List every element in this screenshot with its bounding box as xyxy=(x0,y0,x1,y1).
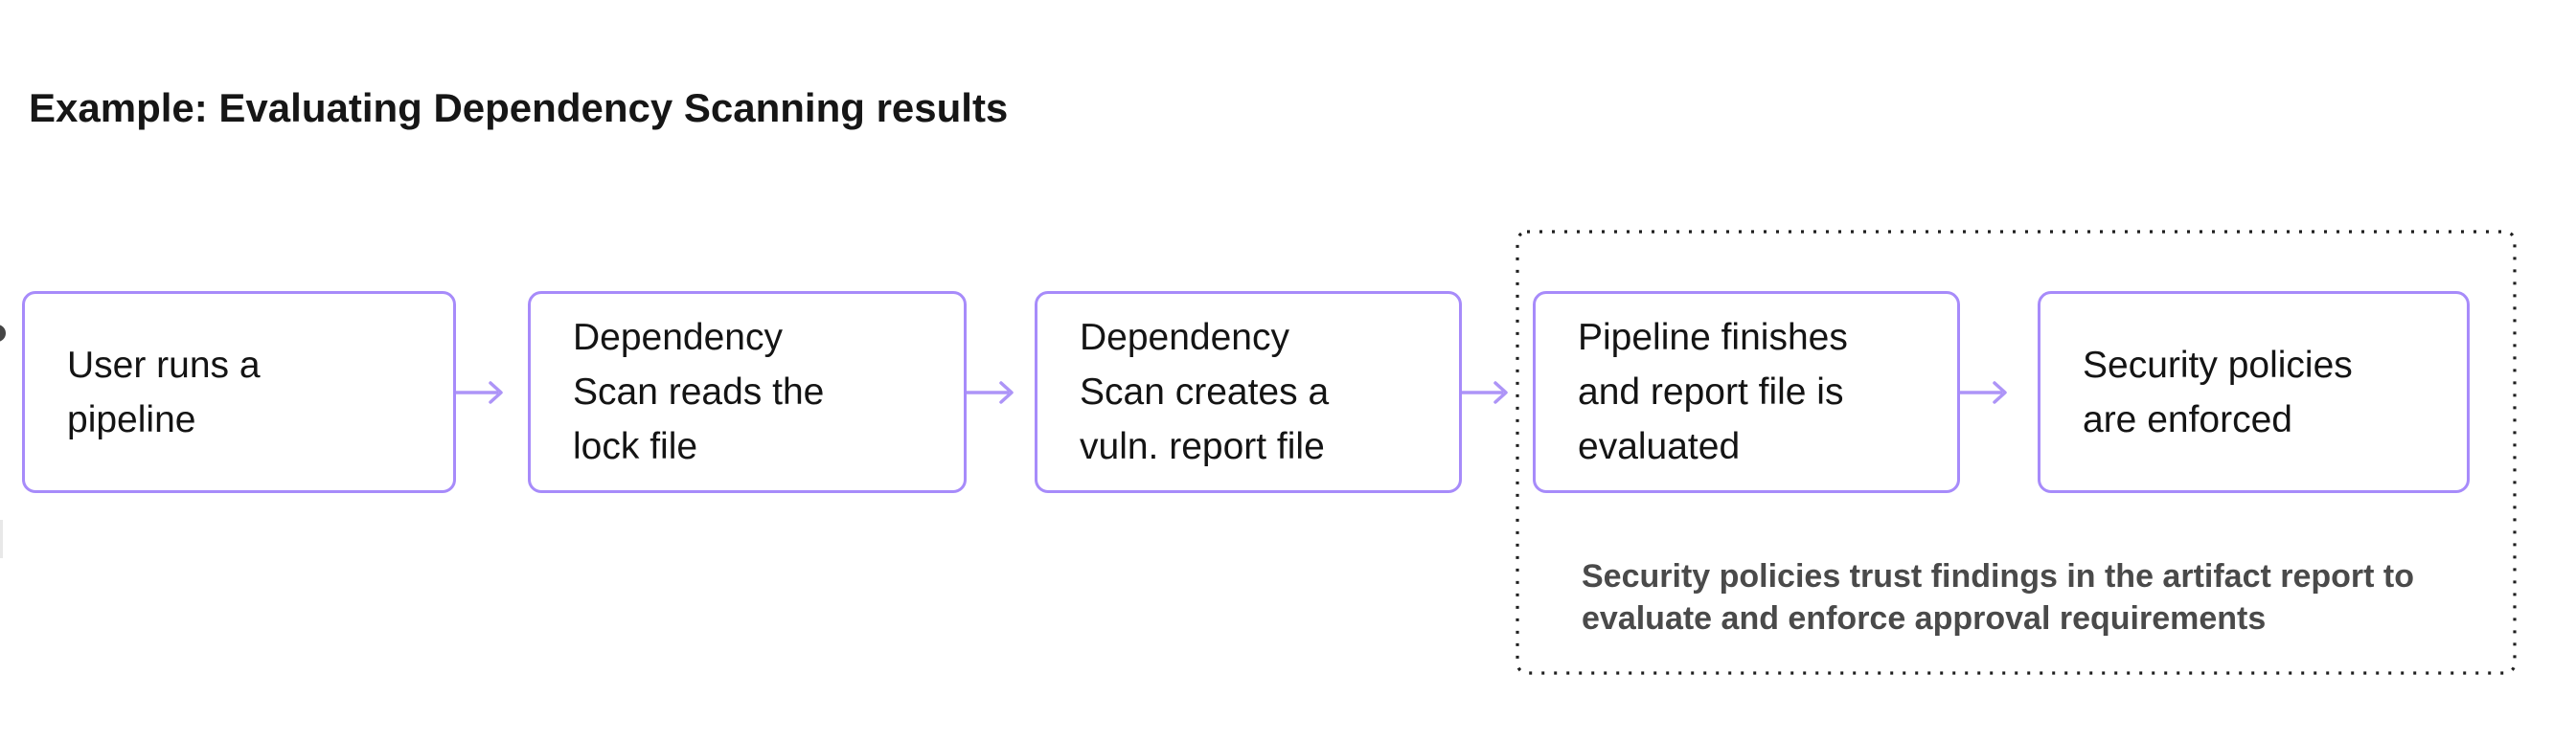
diagram-title: Example: Evaluating Dependency Scanning … xyxy=(29,85,1009,130)
flow-step-label-5: Security policies are enforced xyxy=(2083,344,2353,440)
flow-step-label-2: Dependency Scan reads the lock file xyxy=(573,317,825,467)
flow-step-label-3: Dependency Scan creates a vuln. report f… xyxy=(1080,317,1330,467)
flow-step-label-1: User runs a pipeline xyxy=(67,344,261,440)
arrow-right-icon xyxy=(967,381,1014,404)
dotted-outline xyxy=(1516,230,2517,675)
policy-group-caption: Security policies trust findings in the … xyxy=(1582,558,2415,637)
flow-step-box-4: Pipeline finishes and report file is eva… xyxy=(1533,291,1960,493)
policy-group xyxy=(1516,230,2517,675)
flow-step-box-3: Dependency Scan creates a vuln. report f… xyxy=(1035,291,1462,493)
clipped-circle-artifact xyxy=(0,325,6,342)
arrow-right-icon xyxy=(456,381,503,404)
left-edge-artifact xyxy=(0,520,3,558)
flow-step-box-1: User runs a pipeline xyxy=(22,291,456,493)
arrow-right-icon xyxy=(1960,381,2007,404)
flow-step-box-2: Dependency Scan reads the lock file xyxy=(528,291,967,493)
flow-step-box-5: Security policies are enforced xyxy=(2038,291,2470,493)
arrow-right-icon xyxy=(1461,381,1508,404)
flow-step-label-4: Pipeline finishes and report file is eva… xyxy=(1578,317,1848,467)
